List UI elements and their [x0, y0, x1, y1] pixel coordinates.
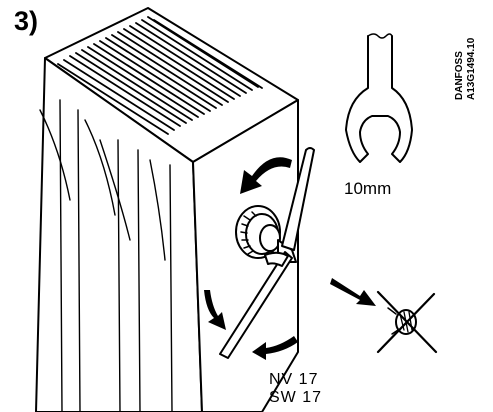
brand-name: DANFOSS [454, 51, 465, 100]
removed-cap [387, 307, 417, 335]
wrench-size-label: 10mm [344, 179, 392, 198]
step-number: 3) [14, 6, 39, 36]
open-end-wrench-icon [345, 33, 413, 163]
rotate-arrow-icon [240, 157, 292, 194]
radiator [35, 7, 299, 412]
drawing-code: A13G1494.10 [466, 37, 477, 100]
left-arrow-icon [252, 336, 298, 360]
crossed-out-part-icon [376, 290, 438, 354]
radiator-front-grooves [39, 99, 173, 412]
radiator-top-slots [57, 16, 263, 135]
wrench-handle-upper [281, 147, 315, 251]
nut-size-sw-label: SW 17 [269, 389, 323, 406]
wrench-handle-lower [219, 251, 293, 359]
drawing-reference: DANFOSS A13G1494.10 [452, 10, 488, 102]
remove-part-arrow-icon [330, 278, 376, 306]
down-arrow-icon [204, 290, 226, 330]
nut-size-nv-label: NV 17 [269, 371, 319, 388]
